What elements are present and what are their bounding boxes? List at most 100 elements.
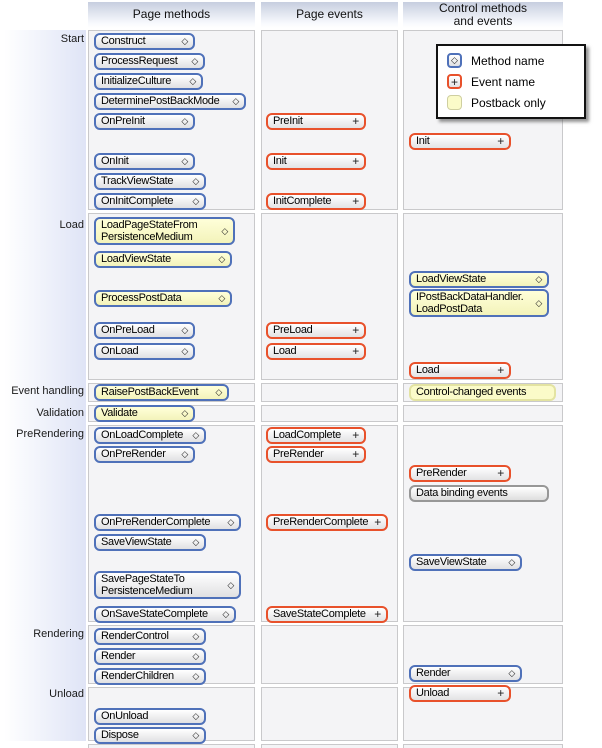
box-render: Render◇ bbox=[94, 648, 206, 665]
box-onload: OnLoad◇ bbox=[94, 343, 195, 360]
grid-cell bbox=[403, 425, 563, 622]
box-onprerender: OnPreRender◇ bbox=[94, 446, 195, 463]
method-diamond-icon: ◇ bbox=[218, 254, 225, 264]
box-onloadcomplete: OnLoadComplete◇ bbox=[94, 427, 206, 444]
box-load: Load + bbox=[409, 362, 511, 379]
box-onpreload: OnPreLoad◇ bbox=[94, 322, 195, 339]
event-plus-icon: + bbox=[352, 153, 359, 168]
box-loadcomplete: LoadComplete + bbox=[266, 427, 366, 444]
box-load: Load+ bbox=[266, 343, 366, 360]
box-label: OnLoadComplete bbox=[101, 429, 184, 442]
box-label: LoadComplete bbox=[273, 429, 341, 442]
box-label: RenderControl bbox=[101, 630, 169, 643]
box-label: Data binding events bbox=[416, 487, 508, 500]
box-render: Render ◇ bbox=[409, 665, 522, 682]
box-label: Load bbox=[273, 345, 297, 358]
box-initializeculture: InitializeCulture ◇ bbox=[94, 73, 203, 90]
method-name-icon: ◇ bbox=[447, 53, 462, 68]
box-control-changed-events: Control-changed events bbox=[409, 384, 556, 401]
box-loadviewstate: LoadViewState◇ bbox=[409, 271, 549, 288]
method-diamond-icon: ◇ bbox=[189, 76, 196, 86]
event-plus-icon: + bbox=[497, 362, 504, 377]
box-init: Init+ bbox=[409, 133, 511, 150]
box-label: RaisePostBackEvent bbox=[101, 386, 199, 399]
box-saveviewstate: SaveViewState◇ bbox=[409, 554, 522, 571]
box-label: InitializeCulture bbox=[101, 75, 172, 88]
box-label: InitComplete bbox=[273, 195, 332, 208]
box-onprerendercomplete: OnPreRenderComplete◇ bbox=[94, 514, 241, 531]
method-diamond-icon: ◇ bbox=[215, 387, 222, 397]
box-label: Validate bbox=[101, 407, 138, 420]
box-label: OnInit bbox=[101, 155, 129, 168]
box-label: Control-changed events bbox=[416, 386, 527, 399]
event-plus-icon: + bbox=[374, 514, 381, 529]
method-diamond-icon: ◇ bbox=[181, 408, 188, 418]
method-diamond-icon: ◇ bbox=[181, 116, 188, 126]
box-label: PreLoad bbox=[273, 324, 313, 337]
event-plus-icon: + bbox=[352, 427, 359, 442]
grid-cell bbox=[261, 744, 398, 748]
grid-cell bbox=[261, 625, 398, 684]
box-label: TrackViewState bbox=[101, 175, 174, 188]
row-label-strip bbox=[0, 30, 86, 741]
box-data-binding-events: Data binding events bbox=[409, 485, 549, 502]
box-label: OnPreLoad bbox=[101, 324, 155, 337]
row-label-rendering: Rendering bbox=[33, 628, 84, 640]
method-diamond-icon: ◇ bbox=[221, 225, 228, 236]
row-label-validation: Validation bbox=[36, 407, 85, 419]
method-diamond-icon: ◇ bbox=[181, 156, 188, 166]
box-label: RenderChildren bbox=[101, 670, 174, 683]
legend-item-postback: Postback only bbox=[447, 95, 575, 110]
event-plus-icon: + bbox=[497, 685, 504, 700]
box-label: SaveStateComplete bbox=[273, 608, 366, 621]
event-plus-icon: + bbox=[352, 113, 359, 128]
event-plus-icon: + bbox=[352, 193, 359, 208]
box-processrequest: ProcessRequest◇ bbox=[94, 53, 205, 70]
method-diamond-icon: ◇ bbox=[181, 449, 188, 459]
box-label: SaveViewState bbox=[416, 556, 487, 569]
box-label: ProcessPostData bbox=[101, 292, 182, 305]
box-label: OnPreInit bbox=[101, 115, 145, 128]
box-ipostbackdatahandler-loadpostdata: IPostBackDataHandler. LoadPostData ◇ bbox=[409, 289, 549, 317]
method-diamond-icon: ◇ bbox=[192, 631, 199, 641]
box-label: LoadViewState bbox=[101, 253, 171, 266]
grid-cell bbox=[261, 405, 398, 422]
column-header-label: Page methods bbox=[132, 7, 211, 22]
box-loadviewstate: LoadViewState ◇ bbox=[94, 251, 232, 268]
method-diamond-icon: ◇ bbox=[508, 668, 515, 678]
box-label: IPostBackDataHandler. LoadPostData bbox=[416, 290, 524, 315]
box-label: Load bbox=[416, 364, 440, 377]
box-savestatecomplete: SaveStateComplete+ bbox=[266, 606, 388, 623]
event-name-icon: + bbox=[447, 74, 462, 89]
box-trackviewstate: TrackViewState◇ bbox=[94, 173, 206, 190]
box-label: PreRender bbox=[416, 467, 467, 480]
box-preload: PreLoad+ bbox=[266, 322, 366, 339]
box-renderchildren: RenderChildren◇ bbox=[94, 668, 206, 685]
event-plus-icon: + bbox=[352, 446, 359, 461]
box-label: PreRender bbox=[273, 448, 324, 461]
legend-label: Method name bbox=[471, 53, 545, 68]
method-diamond-icon: ◇ bbox=[232, 96, 239, 106]
box-label: ProcessRequest bbox=[101, 55, 178, 68]
box-raisepostbackevent: RaisePostBackEvent ◇ bbox=[94, 384, 229, 401]
method-diamond-icon: ◇ bbox=[535, 297, 542, 308]
column-header-page-events: Page events bbox=[261, 2, 398, 28]
box-label: Render bbox=[416, 667, 451, 680]
box-processpostdata: ProcessPostData◇ bbox=[94, 290, 232, 307]
box-label: PreInit bbox=[273, 115, 303, 128]
box-label: LoadPageStateFrom PersistenceMedium bbox=[101, 218, 198, 243]
row-label-load: Load bbox=[59, 219, 84, 231]
box-label: DeterminePostBackMode bbox=[101, 95, 220, 108]
box-validate: Validate ◇ bbox=[94, 405, 195, 422]
box-label: Unload bbox=[416, 687, 450, 700]
method-diamond-icon: ◇ bbox=[192, 196, 199, 206]
method-diamond-icon: ◇ bbox=[222, 609, 229, 619]
row-label-start: Start bbox=[60, 33, 84, 45]
grid-cell bbox=[88, 744, 255, 748]
box-construct: Construct◇ bbox=[94, 33, 195, 50]
box-label: Construct bbox=[101, 35, 146, 48]
box-label: OnInitComplete bbox=[101, 195, 174, 208]
method-diamond-icon: ◇ bbox=[192, 537, 199, 547]
legend-item-event: + Event name bbox=[447, 74, 575, 89]
method-diamond-icon: ◇ bbox=[227, 579, 234, 590]
